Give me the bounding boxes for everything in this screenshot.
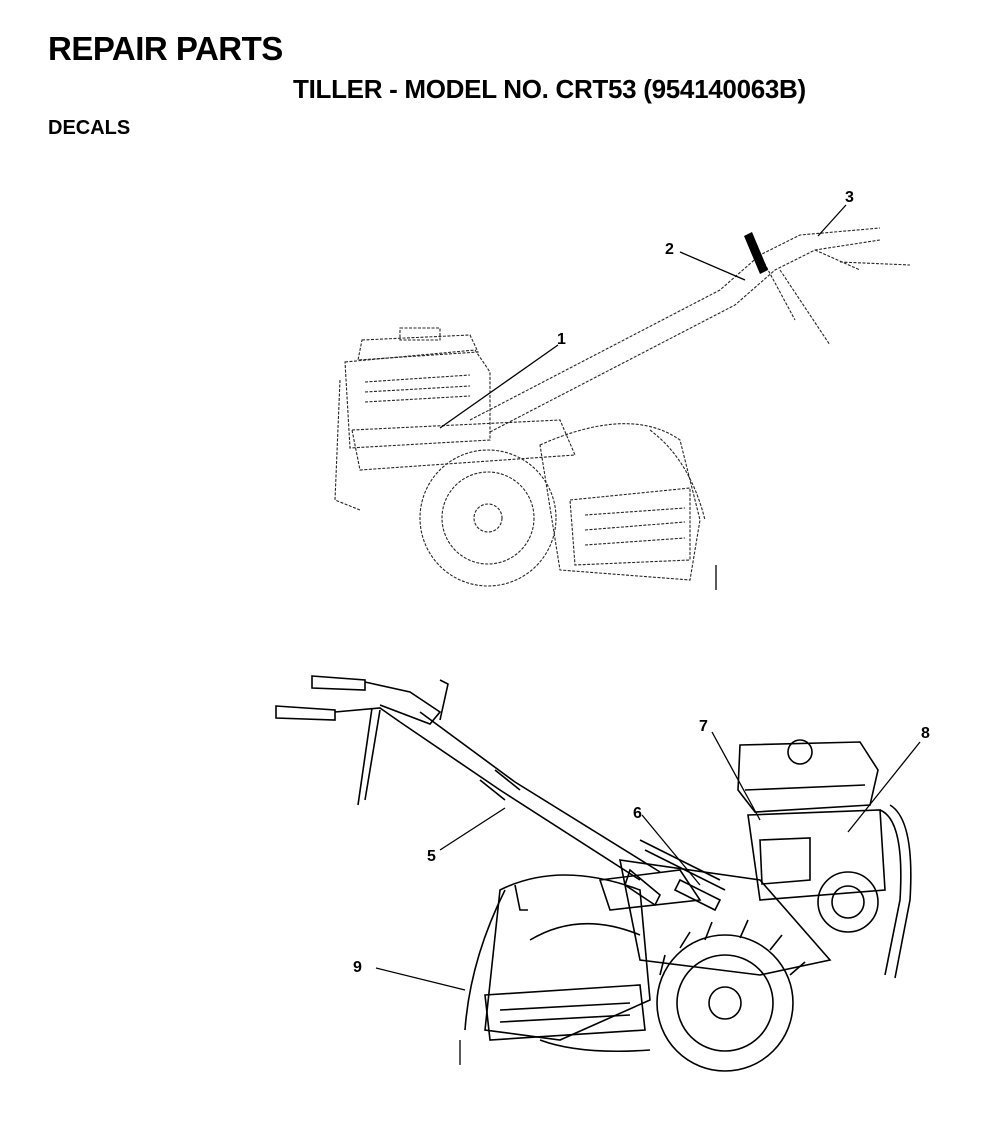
section-heading: DECALS [48, 117, 131, 139]
callout-7: 7 [699, 718, 708, 735]
tiller-bottom-view [275, 675, 912, 1072]
callout-3: 3 [845, 189, 854, 206]
callout-8: 8 [921, 725, 930, 742]
model-subtitle: TILLER - MODEL NO. CRT53 (954140063B) [293, 74, 806, 104]
callout-5: 5 [427, 848, 436, 865]
callout-9: 9 [353, 959, 362, 976]
decal-marker-icon [744, 232, 768, 274]
tiller-top-view [334, 227, 911, 587]
leader-lines-bottom [375, 731, 921, 1065]
callout-1: 1 [557, 331, 566, 348]
callout-2: 2 [665, 241, 674, 258]
leader-lines-top [439, 204, 847, 590]
callout-6: 6 [633, 805, 642, 822]
page-title: REPAIR PARTS [48, 30, 283, 67]
